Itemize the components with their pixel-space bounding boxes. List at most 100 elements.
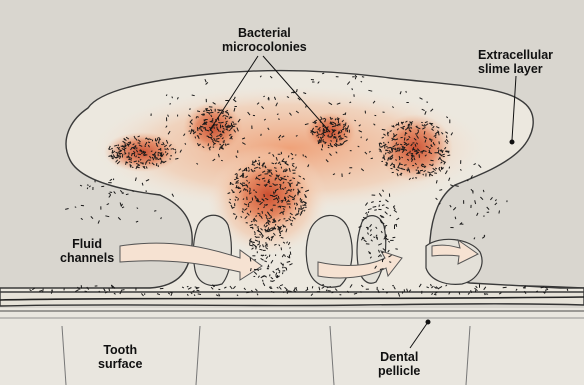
bacterium	[291, 189, 292, 190]
bacterium	[204, 114, 205, 116]
bacterium	[337, 139, 338, 143]
bacterium	[117, 155, 119, 156]
bacterium	[455, 186, 458, 187]
bacterium	[223, 148, 224, 149]
bacterium	[264, 194, 265, 197]
bacterium	[402, 157, 403, 158]
label-line: microcolonies	[222, 40, 307, 54]
bacterium	[187, 286, 189, 287]
bacterium	[385, 236, 386, 238]
bacterium	[138, 157, 140, 158]
bacterium	[230, 199, 231, 200]
bacterium	[455, 217, 456, 219]
bacterium	[318, 137, 319, 138]
bacterium	[232, 122, 234, 123]
bacterium	[246, 292, 249, 293]
label-line: Extracellular	[478, 48, 553, 62]
bacterium	[263, 96, 264, 97]
bacterium	[198, 294, 201, 295]
bacterium	[89, 186, 90, 187]
bacterium	[120, 190, 122, 192]
bacterium	[262, 211, 263, 214]
bacterium	[484, 235, 485, 236]
bacterium	[65, 209, 68, 210]
bacterium	[151, 151, 153, 152]
bacterium	[234, 179, 236, 180]
bacterium	[339, 131, 340, 134]
bacterium	[331, 124, 333, 125]
bacterium	[125, 143, 126, 147]
label-line: surface	[98, 357, 142, 371]
bacterium	[536, 291, 538, 292]
bacterium	[169, 104, 171, 105]
bacterium	[122, 193, 124, 194]
bacterium	[110, 192, 113, 193]
bacterium	[220, 122, 223, 123]
bacterium	[195, 137, 196, 139]
bacterium	[251, 268, 252, 271]
bacterium	[503, 287, 507, 288]
label-fluid-channels: Fluid channels	[60, 237, 114, 265]
bacterium	[445, 141, 446, 143]
bacterium	[485, 294, 488, 295]
bacterium	[269, 255, 270, 257]
bacterium	[250, 242, 251, 245]
bacterium	[120, 153, 121, 155]
bacterium	[121, 204, 122, 207]
bacterium	[210, 122, 214, 123]
bacterium	[382, 259, 384, 260]
bacterium	[154, 211, 156, 212]
bacterium	[109, 288, 110, 291]
bacterium	[269, 218, 270, 219]
bacterium	[279, 139, 280, 140]
bacterium	[251, 221, 252, 222]
bacterium	[248, 206, 249, 207]
bacterium	[338, 145, 342, 146]
bacterium	[379, 143, 380, 146]
bacterium	[245, 189, 246, 191]
label-extracellular-slime-layer: Extracellular slime layer	[478, 48, 553, 76]
bacterium	[293, 189, 294, 191]
bacterium	[225, 126, 227, 127]
bacterium	[203, 111, 205, 112]
bacterium	[453, 207, 456, 210]
bacterium	[382, 252, 384, 253]
bacterium	[439, 141, 440, 144]
bacterium	[393, 237, 396, 238]
bacterium	[226, 127, 228, 128]
bacterium	[437, 132, 439, 133]
bacterium	[210, 112, 214, 113]
bacterium	[382, 129, 386, 130]
label-bacterial-microcolonies: Bacterial microcolonies	[222, 26, 307, 54]
bacterium	[214, 127, 215, 129]
bacterium	[194, 295, 195, 296]
bacterium	[255, 246, 256, 247]
bacterium	[475, 200, 476, 204]
bacterium	[270, 195, 273, 196]
bacterium	[87, 187, 88, 189]
bacterium	[487, 207, 489, 210]
bacterium	[418, 130, 419, 132]
bacterium	[161, 217, 162, 219]
bacterium	[109, 193, 111, 194]
bacterium	[318, 140, 319, 143]
bacterium	[404, 137, 405, 140]
bacterium	[322, 73, 324, 74]
bacterium	[288, 155, 289, 157]
bacterium	[430, 160, 433, 161]
bacterium	[145, 146, 146, 147]
bacterium	[237, 174, 238, 178]
bacterium	[118, 217, 120, 220]
bacterium	[292, 164, 294, 165]
bacterium	[294, 288, 297, 289]
bacterium	[85, 291, 87, 292]
bacterium	[474, 238, 475, 240]
bacterium	[361, 137, 362, 139]
bacterium	[361, 81, 362, 82]
bacterium	[172, 97, 173, 99]
bacterium	[499, 211, 500, 214]
bacterium	[433, 142, 434, 144]
bacterium	[132, 191, 134, 192]
bacterium	[175, 158, 178, 159]
bacterium	[258, 208, 259, 210]
